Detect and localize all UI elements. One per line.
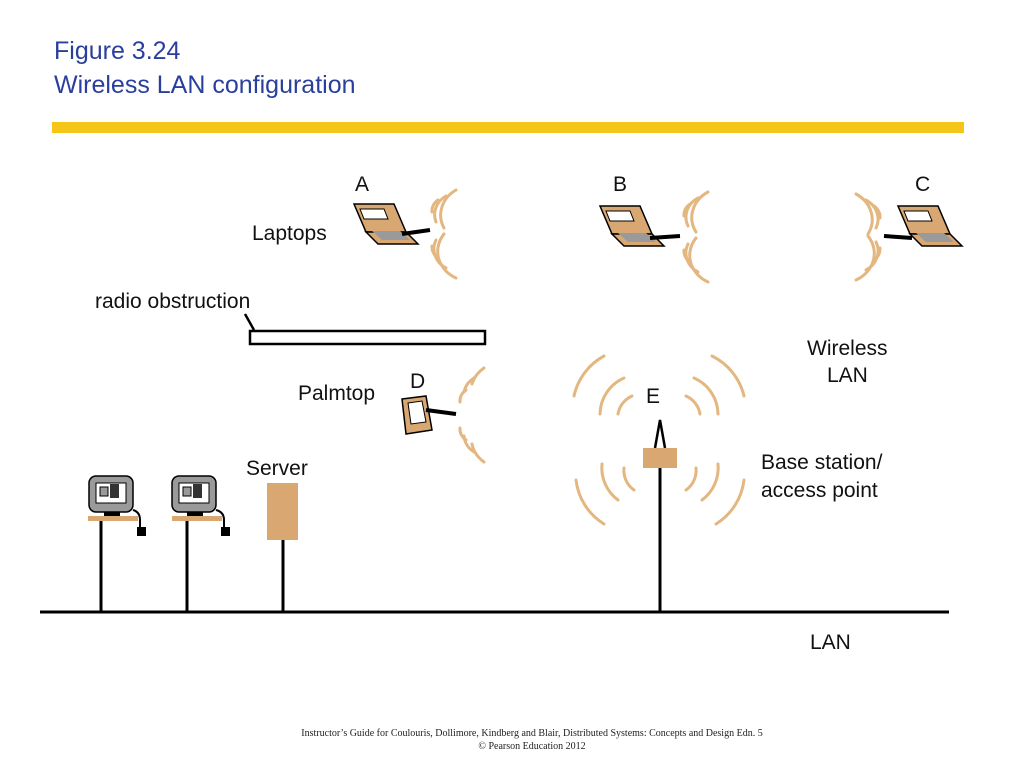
figure-number: Figure 3.24 bbox=[54, 37, 181, 65]
server-icon bbox=[267, 483, 298, 540]
laptop-a-icon bbox=[352, 203, 431, 245]
base-station-label-line2: access point bbox=[761, 479, 878, 502]
laptop-c-icon bbox=[883, 205, 964, 247]
figure-title: Wireless LAN configuration bbox=[54, 71, 356, 99]
palmtop-waves bbox=[458, 366, 486, 464]
laptop-b-label: B bbox=[613, 173, 627, 196]
base-e-label: E bbox=[646, 385, 660, 408]
laptop-b-icon bbox=[598, 205, 681, 247]
server-label: Server bbox=[246, 457, 308, 480]
footer-line-2: © Pearson Education 2012 bbox=[478, 741, 586, 752]
workstation-icon bbox=[171, 475, 230, 536]
wireless-lan-label-line1: Wireless bbox=[807, 337, 888, 360]
base-station-icon bbox=[643, 419, 677, 468]
workstation-icon bbox=[88, 475, 146, 536]
lan-label: LAN bbox=[810, 631, 851, 654]
wireless-lan-label-line2: LAN bbox=[827, 364, 868, 387]
laptop-c-waves bbox=[854, 192, 882, 282]
laptop-c-label: C bbox=[915, 173, 930, 196]
laptop-a-label: A bbox=[355, 173, 369, 196]
radio-obstruction-label: radio obstruction bbox=[95, 290, 250, 313]
palmtop-d-label: D bbox=[410, 370, 425, 393]
figure-title-block: Figure 3.24 Wireless LAN configuration bbox=[54, 34, 356, 102]
palmtop-icon bbox=[401, 395, 457, 435]
laptop-b-waves bbox=[682, 190, 710, 284]
radio-obstruction-bar bbox=[248, 329, 487, 346]
obstruction-pointer bbox=[243, 313, 256, 331]
footer-credit: Instructor’s Guide for Coulouris, Dollim… bbox=[0, 727, 1024, 753]
laptops-label: Laptops bbox=[252, 222, 327, 245]
accent-rule bbox=[52, 122, 964, 133]
base-station-waves bbox=[572, 354, 746, 526]
footer-line-1: Instructor’s Guide for Coulouris, Dollim… bbox=[301, 728, 763, 739]
base-station-label-line1: Base station/ bbox=[761, 451, 883, 474]
laptop-a-waves bbox=[430, 188, 458, 280]
palmtop-label: Palmtop bbox=[298, 382, 375, 405]
